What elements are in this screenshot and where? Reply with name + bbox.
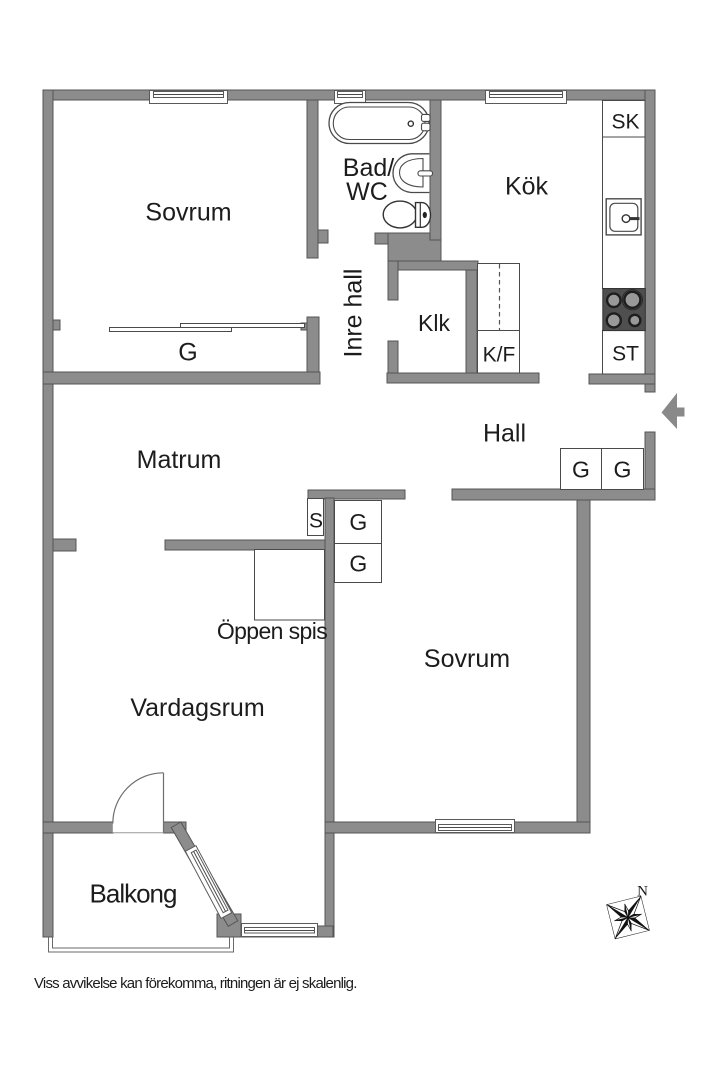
svg-text:WC: WC [346,178,388,206]
svg-text:Sovrum: Sovrum [145,199,231,227]
svg-text:Vardagsrum: Vardagsrum [130,694,264,722]
svg-text:Inre hall: Inre hall [340,269,368,358]
svg-text:ST: ST [612,343,639,366]
svg-text:Sovrum: Sovrum [424,645,510,673]
svg-text:Öppen spis: Öppen spis [217,618,327,644]
svg-text:G: G [178,339,197,367]
svg-text:Hall: Hall [483,420,526,448]
svg-text:Klk: Klk [418,310,450,336]
svg-text:Kök: Kök [505,173,549,201]
svg-text:Balkong: Balkong [90,879,177,909]
svg-text:G: G [349,509,367,535]
svg-text:Viss avvikelse kan förekomma,: Viss avvikelse kan förekomma, ritningen … [34,975,357,992]
svg-text:G: G [349,551,367,577]
svg-text:K/F: K/F [483,344,516,367]
svg-text:G: G [572,457,590,483]
svg-text:S: S [309,510,323,533]
svg-text:Matrum: Matrum [137,446,222,474]
svg-text:N: N [637,884,648,900]
svg-text:SK: SK [611,110,639,133]
svg-text:Bad/: Bad/ [343,154,394,182]
svg-text:G: G [614,457,632,483]
